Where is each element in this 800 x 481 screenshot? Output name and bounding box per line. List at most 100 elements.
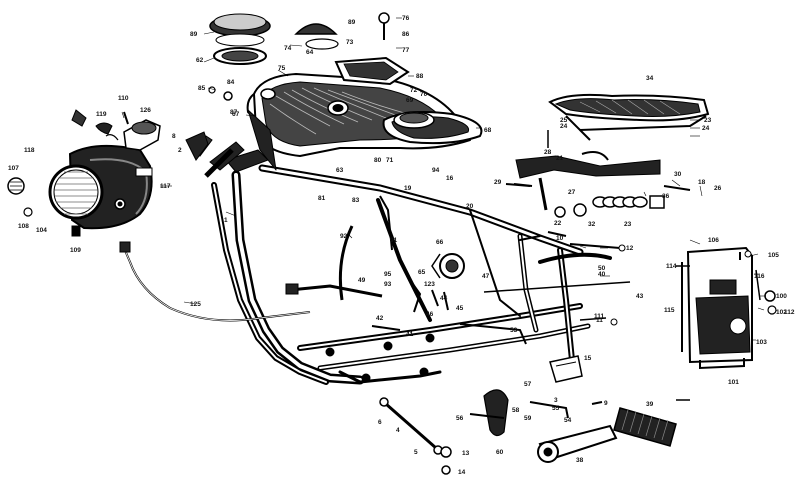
part-label: 36 (662, 193, 670, 200)
part-label: 40 (598, 271, 606, 278)
part-label: 54 (564, 417, 572, 424)
part-label: 75 (278, 65, 286, 72)
part-label: 62 (196, 57, 204, 64)
part-label: 93 (384, 281, 392, 288)
part-label: 38 (576, 457, 584, 464)
part-label: 39 (646, 401, 654, 408)
part-label: 102 (776, 309, 787, 316)
part-label: 44 (440, 295, 448, 302)
part-label: 15 (584, 355, 592, 362)
part-label: 81 (318, 195, 326, 202)
seat-springs (513, 155, 691, 218)
part-label: 109 (70, 247, 81, 254)
part-label: 28 (544, 149, 552, 156)
fuel-tank (246, 73, 483, 171)
cable (119, 241, 311, 322)
part-label: 80 (374, 157, 382, 164)
part-label: 117 (160, 183, 171, 190)
part-label: 14 (458, 469, 466, 476)
misc-parts (185, 12, 777, 475)
part-label: 108 (18, 223, 29, 230)
part-label: 125 (190, 301, 201, 308)
part-label: 19 (404, 185, 412, 192)
part-label: 91 (390, 237, 398, 244)
part-label: 5 (414, 449, 418, 456)
part-label: 67 (232, 111, 240, 118)
part-label: 94 (432, 167, 440, 174)
part-label: 88 (416, 73, 424, 80)
part-label: 83 (352, 197, 360, 204)
part-label: 123 (424, 281, 435, 288)
part-label: 84 (227, 79, 235, 86)
part-label: 85 (198, 85, 206, 92)
part-label: 118 (24, 147, 35, 154)
part-label: 60 (496, 449, 504, 456)
part-label: 106 (708, 237, 719, 244)
part-label: 115 (664, 307, 675, 314)
saddle (548, 93, 710, 141)
part-label: 103 (756, 339, 767, 346)
part-label: 1 (224, 217, 228, 224)
headlamp (48, 144, 153, 237)
part-label: 92 (340, 233, 348, 240)
part-label: 111 (594, 313, 605, 320)
part-label: 10 (556, 235, 564, 242)
part-label: 112 (784, 309, 795, 316)
tank-toolbox-lid (334, 56, 410, 86)
part-label: 70 (420, 91, 428, 98)
part-label: 72 (410, 87, 418, 94)
part-label: 8 (172, 133, 176, 140)
frame (211, 149, 612, 385)
part-label: 74 (284, 45, 292, 52)
part-label: 57 (524, 381, 532, 388)
part-label: 73 (346, 39, 354, 46)
battery-box (681, 246, 761, 370)
part-label: 50 (598, 265, 606, 272)
part-label: 64 (306, 49, 314, 56)
part-label: 22 (554, 220, 562, 227)
part-label: 41 (406, 331, 414, 338)
part-label: 42 (376, 315, 384, 322)
part-label: 23 (624, 221, 632, 228)
part-label: 86 (402, 31, 410, 38)
kickstart-lever (537, 407, 677, 463)
part-label: 25 (560, 117, 568, 124)
part-label: 68 (484, 127, 492, 134)
part-label: 32 (588, 221, 596, 228)
part-label: 29 (494, 179, 502, 186)
part-label: 49 (358, 277, 366, 284)
part-label: 69 (406, 97, 414, 104)
part-label: 24 (702, 125, 710, 132)
part-label: 104 (36, 227, 47, 234)
part-label: 114 (666, 263, 677, 270)
part-label: 26 (714, 185, 722, 192)
part-label: 12 (626, 245, 634, 252)
part-label: 20 (466, 203, 474, 210)
headlamp-small-parts (7, 109, 161, 217)
part-label: 11 (596, 317, 603, 324)
part-label: 126 (140, 107, 151, 114)
part-label: 101 (728, 379, 739, 386)
part-label: 71 (386, 157, 394, 164)
part-label: 76 (402, 15, 410, 22)
part-label: 24 (560, 123, 568, 130)
part-label: 27 (568, 189, 576, 196)
part-label: 16 (446, 175, 454, 182)
part-label: 53 (510, 327, 518, 334)
part-label: 43 (636, 293, 644, 300)
part-label: 110 (118, 95, 129, 102)
part-label: 2 (178, 147, 182, 154)
part-label: 116 (754, 273, 765, 280)
part-label: 58 (512, 407, 520, 414)
part-label: 77 (402, 47, 410, 54)
part-label: 65 (418, 269, 426, 276)
part-label: 107 (8, 165, 19, 172)
leader-lines (121, 17, 766, 341)
part-label: 30 (674, 171, 682, 178)
part-label: 89 (348, 19, 356, 26)
part-label: 55 (552, 405, 560, 412)
part-label: 47 (482, 273, 490, 280)
part-labels: 1 2 3 4 5 6 8 9 10 11 12 13 14 15 16 18 … (8, 15, 795, 476)
part-label: 13 (462, 450, 470, 457)
